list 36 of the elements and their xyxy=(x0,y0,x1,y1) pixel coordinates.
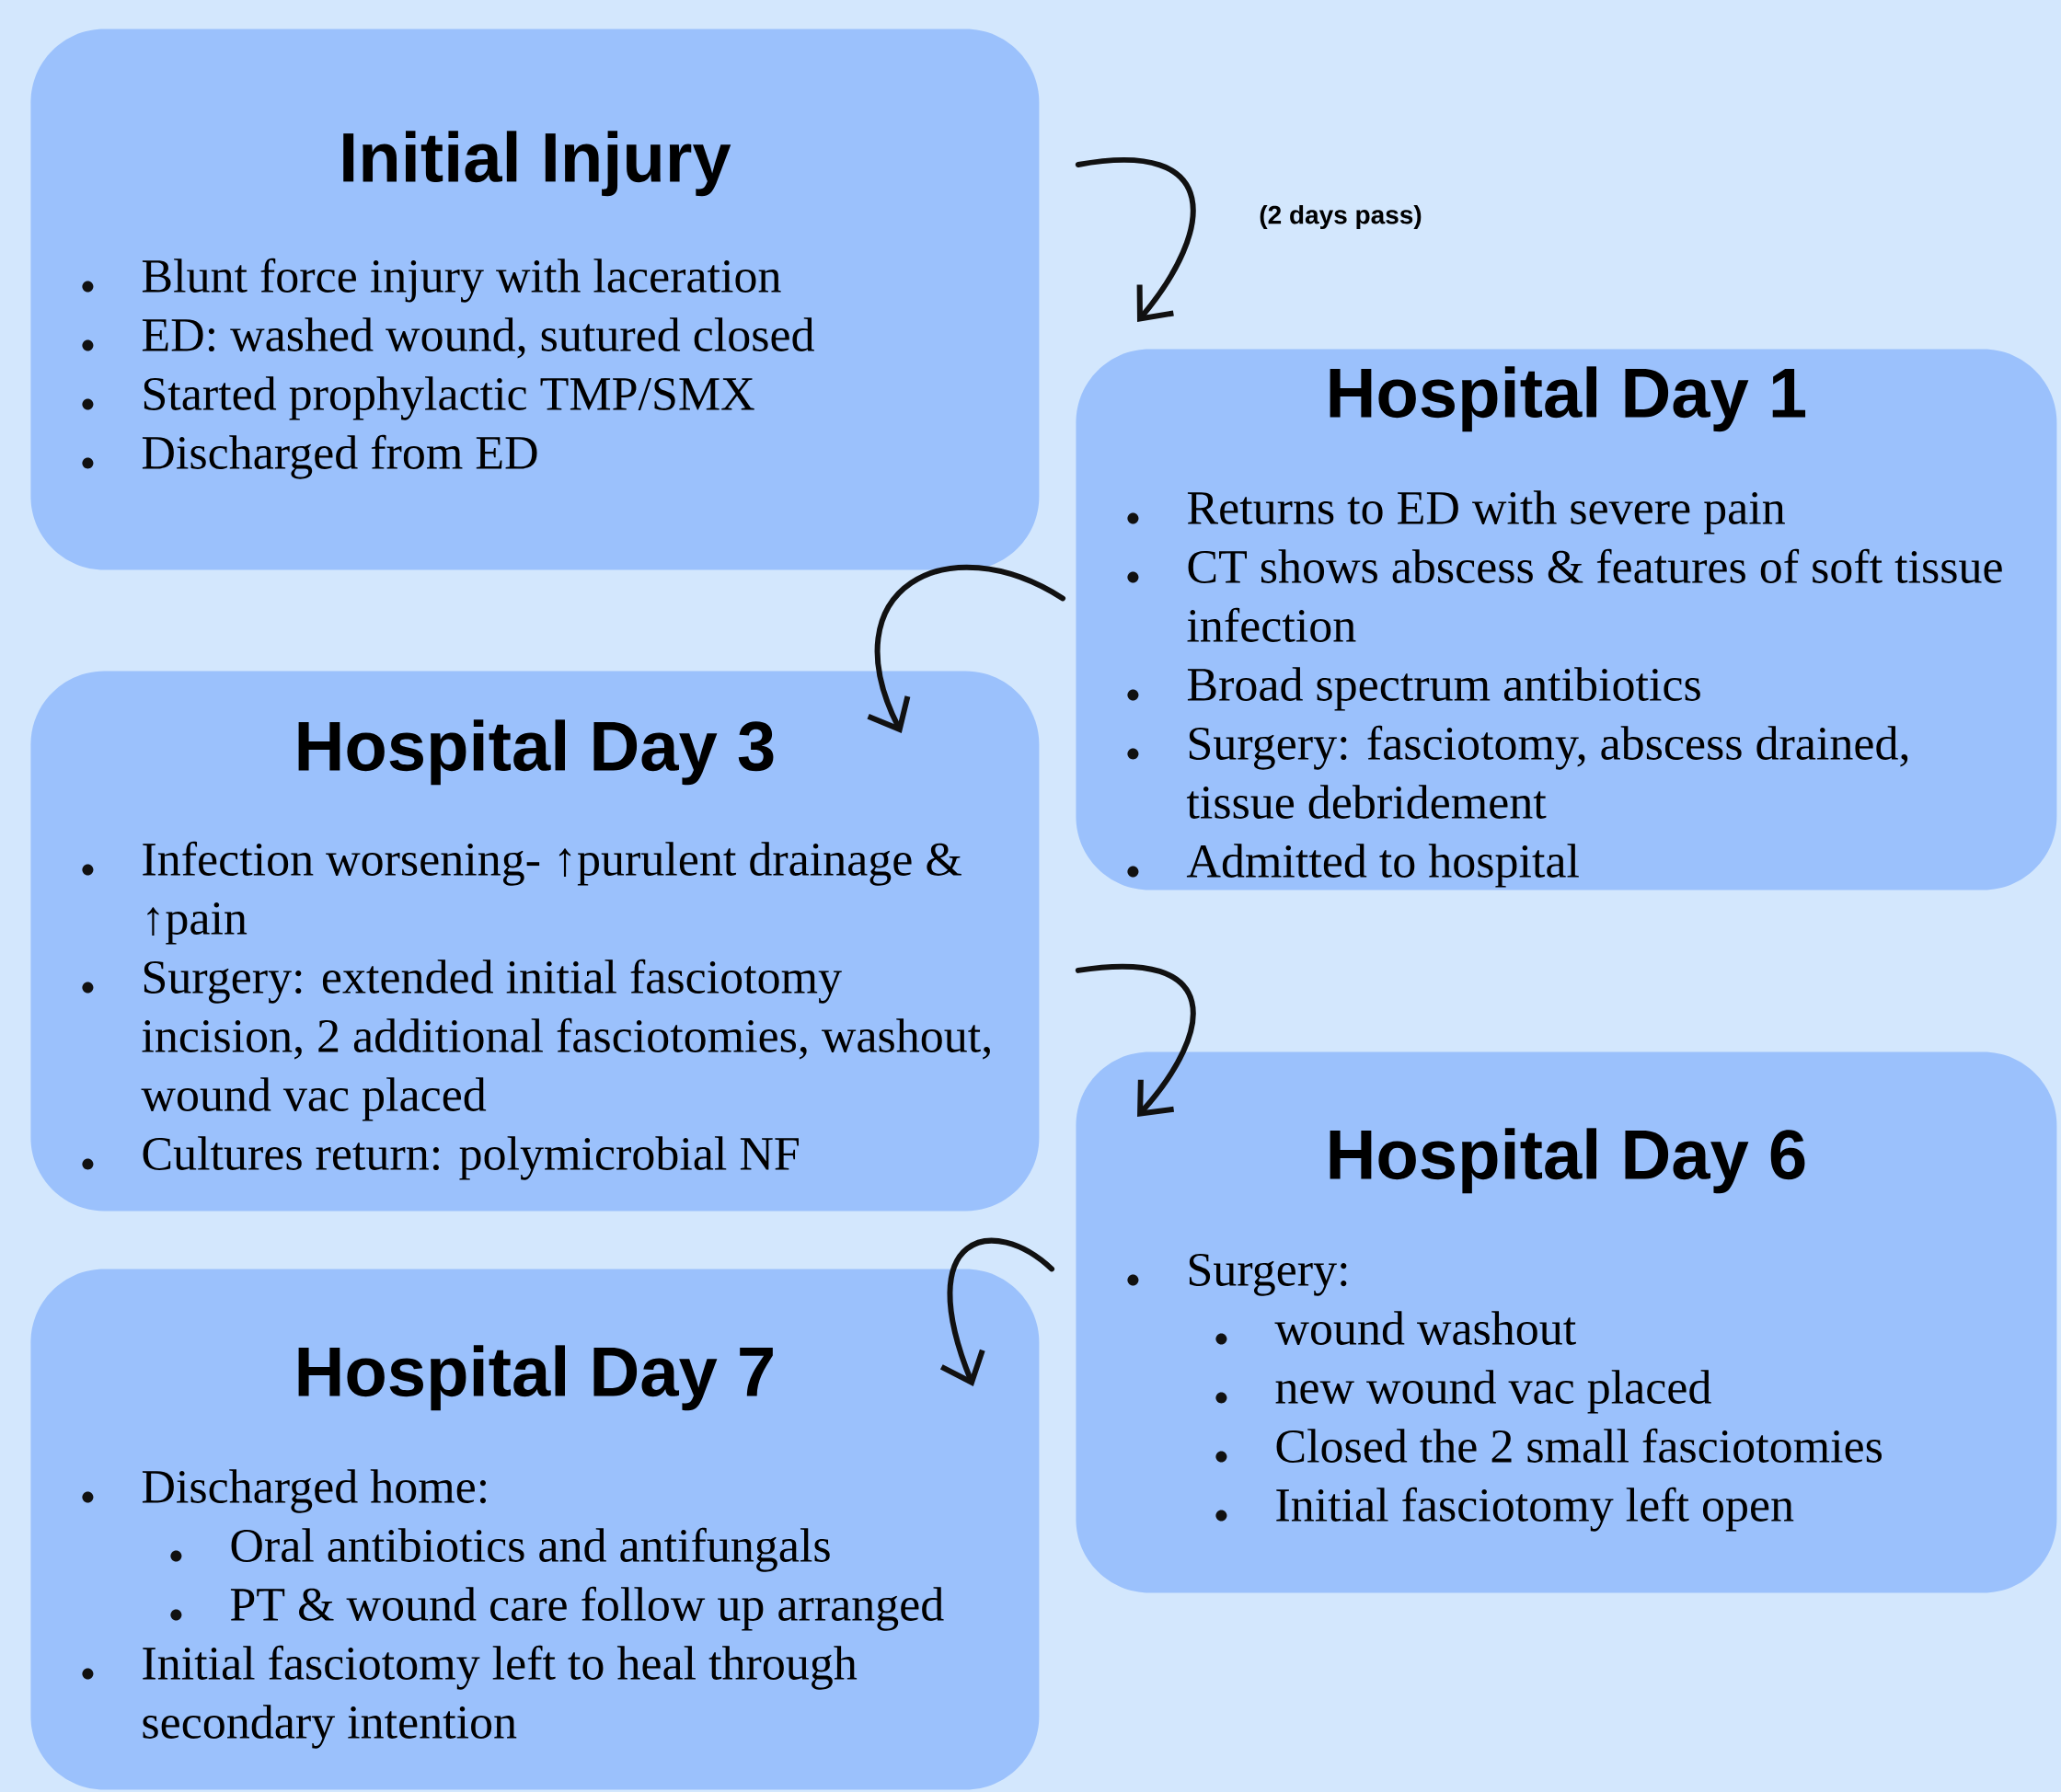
bullet-item: Broad spectrum antibiotics xyxy=(1127,667,1700,711)
bullet-item: Infection worsening- ↑purulent drainage & ↑pain xyxy=(82,841,961,945)
card-heading: Hospital Day 1 xyxy=(1330,366,1806,432)
bullet-item: new wound vac placed xyxy=(1215,1370,1711,1414)
bullet-item: Discharged home: xyxy=(82,1469,486,1513)
curved-arrow xyxy=(939,1237,1054,1386)
bullet-item: CT shows abscess & features of soft tissue infection xyxy=(1127,548,2002,642)
event-card xyxy=(1076,349,2057,890)
bullet-item: Initial fasciotomy left to heal through secondary intention xyxy=(82,1645,858,1749)
bullet-item: Surgery: xyxy=(1127,1253,1347,1296)
bullet-item: Admitted to hospital xyxy=(1127,844,1579,888)
card-heading: Hospital Day 6 xyxy=(1330,1128,1805,1194)
bullet-item: Surgery: fasciotomy, abscess drained, tissue debridement xyxy=(1127,725,1908,819)
bullet-item: Cultures return: polymicrobial NF xyxy=(82,1136,799,1180)
bullet-item: PT & wound care follow up arranged xyxy=(170,1586,944,1631)
card-heading: Hospital Day 7 xyxy=(298,1345,773,1411)
curved-arrow xyxy=(1075,157,1196,322)
bullet-item: Surgery: extended initial fasciotomy incision, 2 additional fasciotomies, washout, wound vac placed xyxy=(82,959,990,1121)
event-card xyxy=(30,29,1040,570)
event-card xyxy=(30,671,1040,1212)
curved-arrow xyxy=(1075,964,1196,1117)
edge-label: (2 days pass) xyxy=(1255,201,1426,234)
bullet-item: Initial fasciotomy left open xyxy=(1215,1487,1794,1532)
bullet-item: Started prophylactic TMP/SMX xyxy=(82,376,754,420)
bullet-item: Closed the 2 small fasciotomies xyxy=(1215,1428,1882,1463)
event-card xyxy=(30,1269,1040,1790)
bullet-item: ED: washed wound, sutured closed xyxy=(82,317,814,359)
curved-arrow xyxy=(867,565,1065,733)
bullet-item: Blunt force injury with laceration xyxy=(82,258,781,303)
bullet-item: wound washout xyxy=(1215,1311,1576,1345)
event-card xyxy=(1076,1051,2057,1593)
bullet-item: Oral antibiotics and antifungals xyxy=(170,1527,830,1572)
card-heading: Hospital Day 3 xyxy=(298,719,774,786)
card-heading: Initial Injury xyxy=(343,131,731,197)
bullet-item: Returns to ED with severe pain xyxy=(1127,490,1785,534)
bullet-item: Discharged from ED xyxy=(82,434,537,479)
